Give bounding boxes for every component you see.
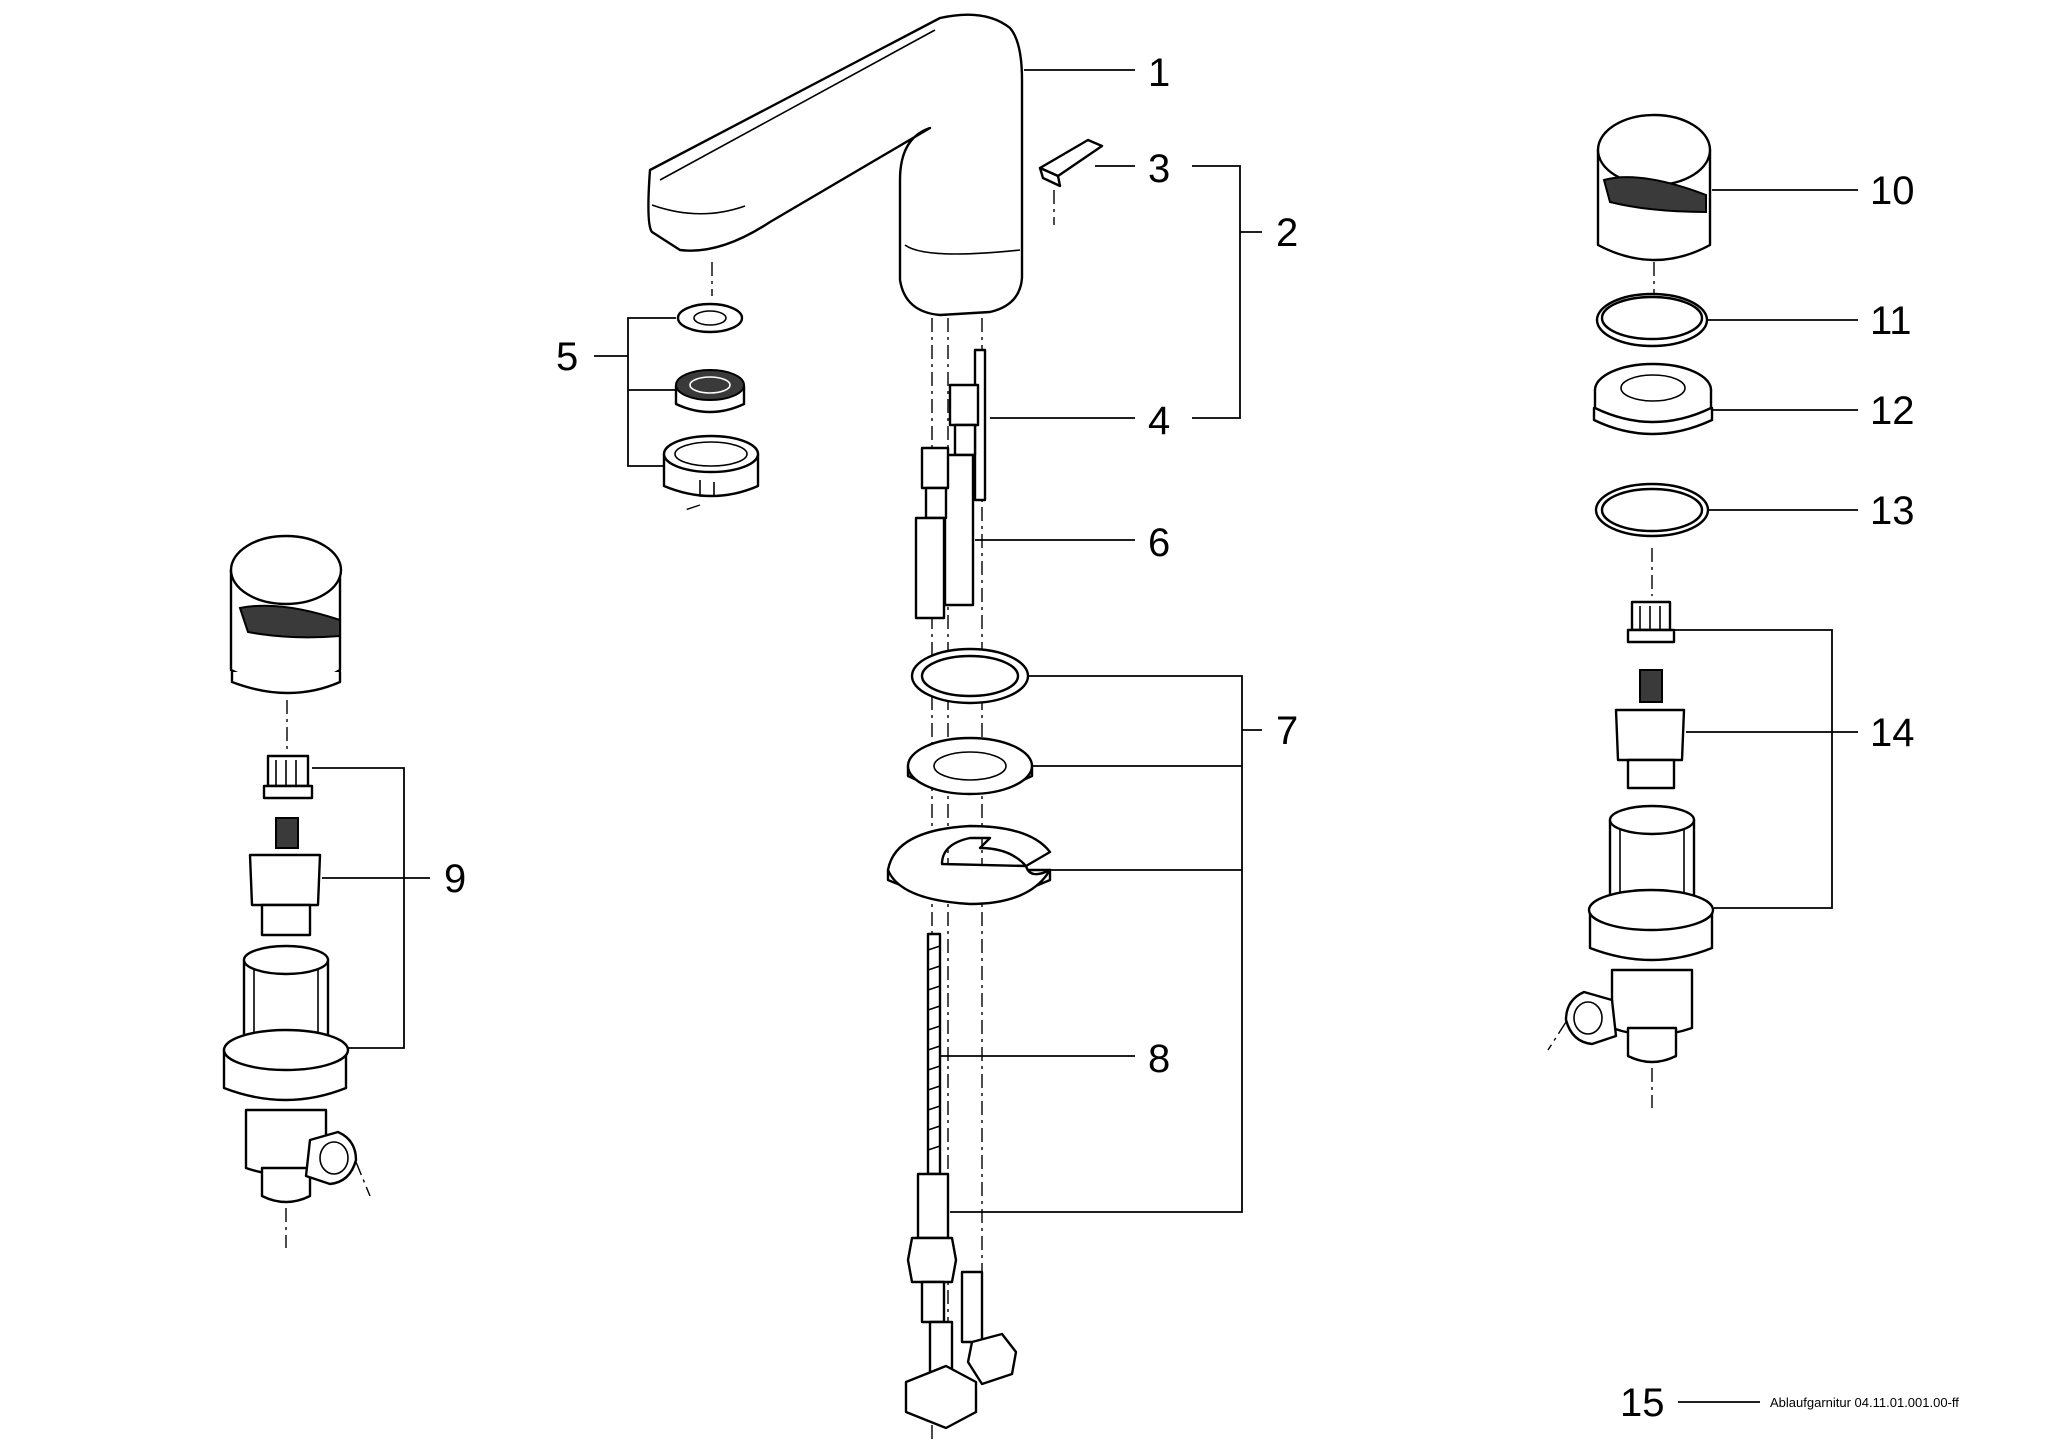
- right-valve-body: [1564, 804, 1715, 1064]
- callout-6: 6: [1148, 521, 1170, 565]
- axis-right-outlet: [1547, 1021, 1567, 1051]
- right-handle: [1596, 113, 1712, 262]
- threaded-rod: [926, 932, 942, 1176]
- callout-11: 11: [1870, 299, 1912, 343]
- callout-5: 5: [556, 335, 578, 379]
- callout-9: 9: [444, 857, 466, 901]
- supply-hoses: [914, 348, 987, 620]
- callout-14: 14: [1870, 711, 1915, 755]
- left-cartridge: [248, 817, 322, 937]
- callout-13: 13: [1870, 489, 1915, 533]
- axis-aerator-bottom: [684, 504, 701, 511]
- callout-1: 1: [1148, 51, 1170, 95]
- callout-10: 10: [1870, 169, 1915, 213]
- drain-set-note: Ablaufgarnitur 04.11.01.001.00-ff: [1770, 1395, 1959, 1410]
- callout-15: 15: [1620, 1381, 1665, 1425]
- hose-end-nuts: [904, 1320, 1018, 1430]
- callout-4: 4: [1148, 399, 1170, 443]
- spout-body: [647, 13, 1024, 317]
- right-spline-adapter: [1626, 600, 1676, 644]
- left-valve-body: [222, 944, 358, 1204]
- right-escutcheon: [1592, 362, 1714, 436]
- mounting-oring: [910, 647, 1030, 705]
- right-oring: [1594, 482, 1710, 538]
- callout-8: 8: [1148, 1037, 1170, 1081]
- mounting-washer: [906, 736, 1034, 796]
- right-snap-ring: [1595, 292, 1709, 348]
- aerator-washer: [676, 302, 744, 334]
- callout-2: 2: [1276, 211, 1298, 255]
- axis-left-outlet: [355, 1161, 371, 1197]
- callout-3: 3: [1148, 147, 1170, 191]
- mounting-nut-sleeve: [906, 1172, 984, 1344]
- leader-lines: [312, 69, 1858, 1403]
- aerator-insert: [674, 369, 746, 414]
- callout-12: 12: [1870, 389, 1915, 433]
- right-cartridge: [1614, 669, 1686, 790]
- lever-pin: [1038, 138, 1104, 188]
- left-handle: [229, 534, 343, 695]
- mounting-horseshoe: [886, 824, 1052, 906]
- aerator-housing: [662, 434, 760, 498]
- left-spline-adapter: [262, 754, 314, 800]
- callout-7: 7: [1276, 709, 1298, 753]
